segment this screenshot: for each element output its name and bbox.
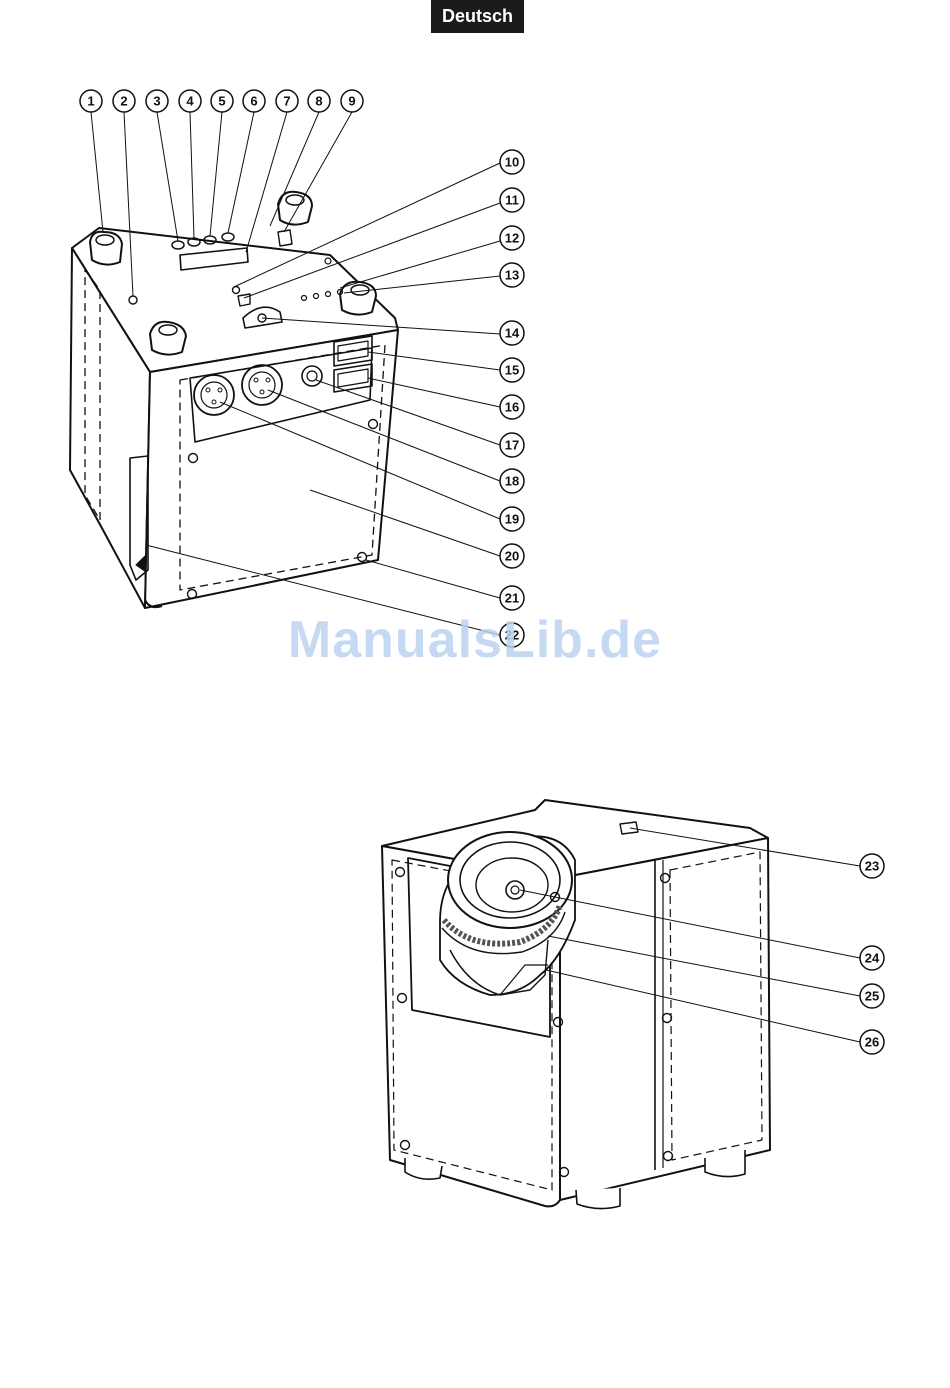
callout-21: 21 (505, 591, 519, 606)
watermark: ManualsLib.de (0, 610, 950, 670)
callout-11: 11 (505, 193, 519, 208)
callout-20: 20 (505, 549, 519, 564)
callout-4: 4 (186, 94, 194, 109)
callout-7: 7 (283, 94, 290, 109)
callout-14: 14 (505, 326, 520, 341)
callout-10: 10 (505, 155, 519, 170)
callout-13: 13 (505, 268, 519, 283)
callout-8: 8 (315, 94, 322, 109)
callout-26: 26 (865, 1035, 879, 1050)
callout-18: 18 (505, 474, 519, 489)
callout-23: 23 (865, 859, 879, 874)
callout-15: 15 (505, 363, 519, 378)
callout-19: 19 (505, 512, 519, 527)
callout-24: 24 (865, 951, 880, 966)
callout-6: 6 (250, 94, 257, 109)
callout-16: 16 (505, 400, 519, 415)
callout-9: 9 (348, 94, 355, 109)
device-rear-view (70, 192, 398, 608)
callout-numbers-bottom: 23 24 25 26 (865, 859, 880, 1050)
callout-25: 25 (865, 989, 879, 1004)
callout-12: 12 (505, 231, 519, 246)
device-front-view (382, 800, 770, 1209)
callout-1: 1 (87, 94, 94, 109)
callout-2: 2 (120, 94, 127, 109)
callout-3: 3 (153, 94, 160, 109)
callout-5: 5 (218, 94, 225, 109)
callout-17: 17 (505, 438, 519, 453)
